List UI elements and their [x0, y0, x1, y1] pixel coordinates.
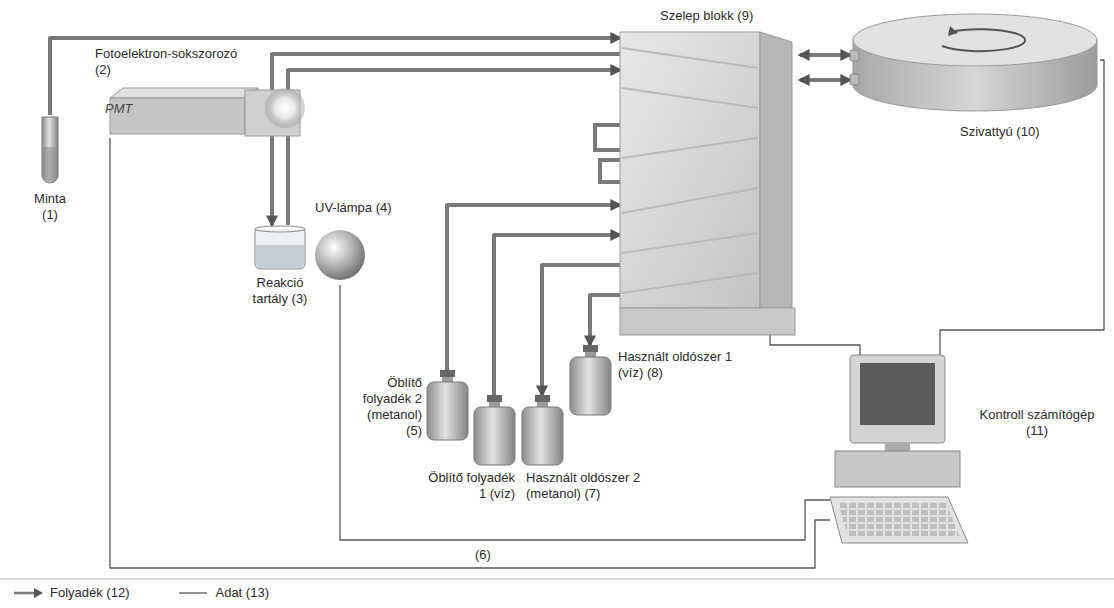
photomultiplier: Fotoelektron-sokszorozó (2) PMT — [95, 46, 305, 138]
solvent-bottle: Öblítő folyadék 2 (metanol) (5) — [350, 370, 472, 441]
fluid-line — [447, 205, 620, 370]
node-label: UV-lámpa (4) — [315, 200, 413, 216]
reaction-vessel-shape — [245, 225, 315, 271]
legend-separator — [0, 579, 1114, 580]
waste-bottle: Használt oldószer 1 (víz) (8) — [568, 345, 748, 415]
node-label: Fotoelektron-sokszorozó (2) — [95, 46, 255, 78]
legend-line — [179, 592, 207, 593]
node-label: Kontroll számítógép (11) — [970, 407, 1104, 439]
node-label: Minta (1) — [25, 191, 75, 223]
node-label: Szelep blokk (9) — [660, 8, 795, 24]
node-sublabel: PMT — [105, 101, 145, 117]
node-label: Szivattyú (10) — [960, 124, 1080, 140]
legend-label: Adat (13) — [215, 585, 268, 601]
node-label: Öblítő folyadék 2 (metanol) (5) — [350, 375, 422, 439]
pump: Szivattyú (10) — [850, 12, 1100, 142]
data-line — [340, 285, 830, 540]
legend-arrow-sample — [12, 587, 44, 599]
valve-block-shape — [620, 8, 800, 335]
pump-shape — [850, 12, 1100, 112]
solvent-bottle: Öblítő folyadék 1 (víz) (6) — [420, 395, 520, 565]
solvent-bottle-shape — [420, 395, 520, 465]
valve-block: Szelep blokk (9) — [620, 8, 800, 335]
fluid-line — [288, 70, 620, 225]
node-label: Öblítő folyadék 1 (víz) — [420, 470, 515, 502]
legend: Folyadék (12) Adat (13) — [12, 585, 269, 601]
node-label: Használt oldószer 1 (víz) (8) — [618, 349, 743, 381]
control-computer-shape — [830, 355, 1105, 545]
legend-arrow-head — [34, 588, 43, 598]
fluid-line — [590, 295, 620, 345]
sample-tube-shape — [25, 115, 75, 187]
fluid-line — [800, 78, 850, 82]
node-label: Reakció tartály (3) — [245, 275, 315, 307]
control-computer: Kontroll számítógép (11) — [830, 355, 1105, 545]
reaction-vessel: Reakció tartály (3) — [245, 225, 315, 309]
legend-label: Folyadék (12) — [50, 585, 129, 601]
sample-tube: Minta (1) — [25, 115, 75, 225]
node-sublabel: (6) — [475, 547, 515, 563]
data-line — [770, 335, 860, 355]
legend-item: Adat (13) — [177, 585, 268, 601]
valve-loop — [595, 125, 620, 150]
legend-line-sample — [177, 587, 209, 599]
legend-item: Folyadék (12) — [12, 585, 129, 601]
legend-arrow-line — [14, 592, 36, 595]
fluid-line — [272, 54, 620, 225]
valve-loop — [600, 160, 620, 182]
node-label: Használt oldószer 2 (metanol) (7) — [526, 470, 650, 502]
uv-lamp: UV-lámpa (4) — [315, 200, 415, 285]
fluid-line — [800, 53, 850, 57]
